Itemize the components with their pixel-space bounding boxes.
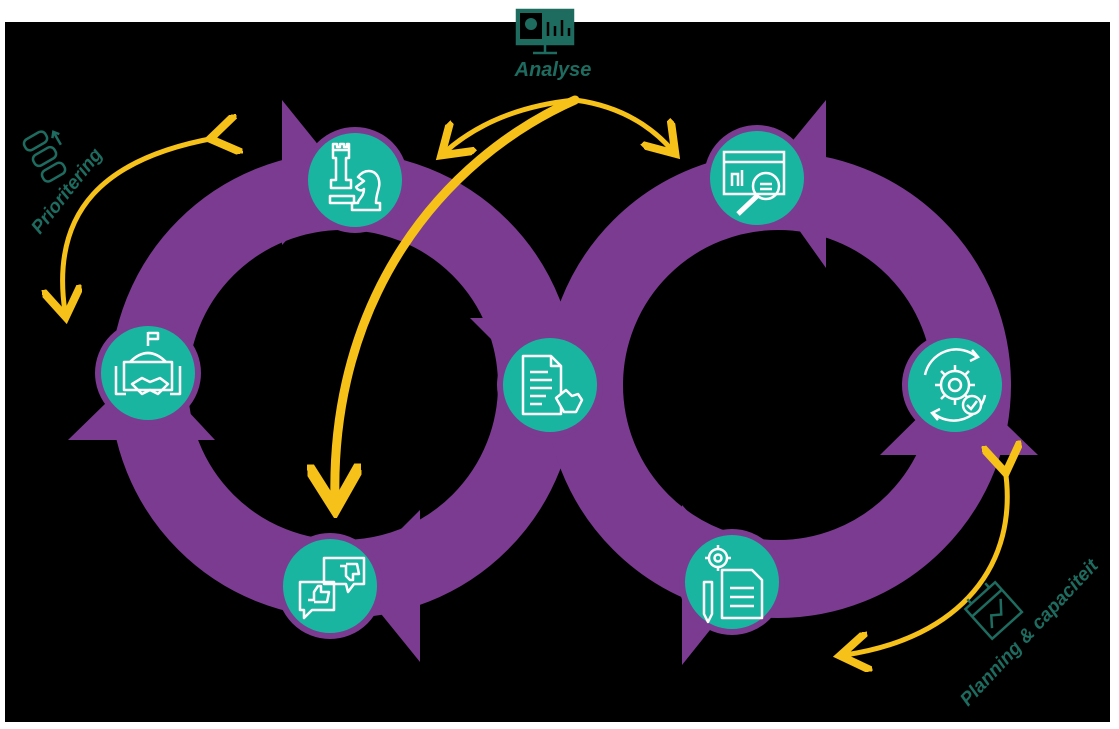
node-agreement [95,320,201,426]
analyse-to-feedback-arrow [335,95,580,500]
node-specification [679,529,785,635]
analyse-to-right-arrow [572,97,672,150]
gear-document-pencil-icon [702,545,764,624]
analyse-label: Analyse [514,59,592,81]
prioritering-list-icon [22,130,67,183]
dashboard-magnifier-icon [722,150,786,216]
analyse-to-left-arrow [445,97,578,152]
chess-pieces-icon [328,142,382,212]
node-monitoring [704,125,810,231]
node-feedback [277,533,383,639]
relationship-arrows [63,95,1008,655]
government-handshake-icon [114,331,182,396]
chat-thumbs-icon [298,556,366,620]
planning-arrow [845,468,1007,655]
planning-capacity-icon [963,580,1024,641]
loop-arrowhead-bottom-left [352,510,420,662]
node-strategy [302,127,408,233]
document-hand-icon [521,354,584,416]
gear-cycle-check-icon [923,348,987,422]
node-process [902,332,1008,438]
node-document [497,332,603,438]
prioritering-arrow [63,138,215,312]
analyse-monitor-icon [515,8,575,55]
